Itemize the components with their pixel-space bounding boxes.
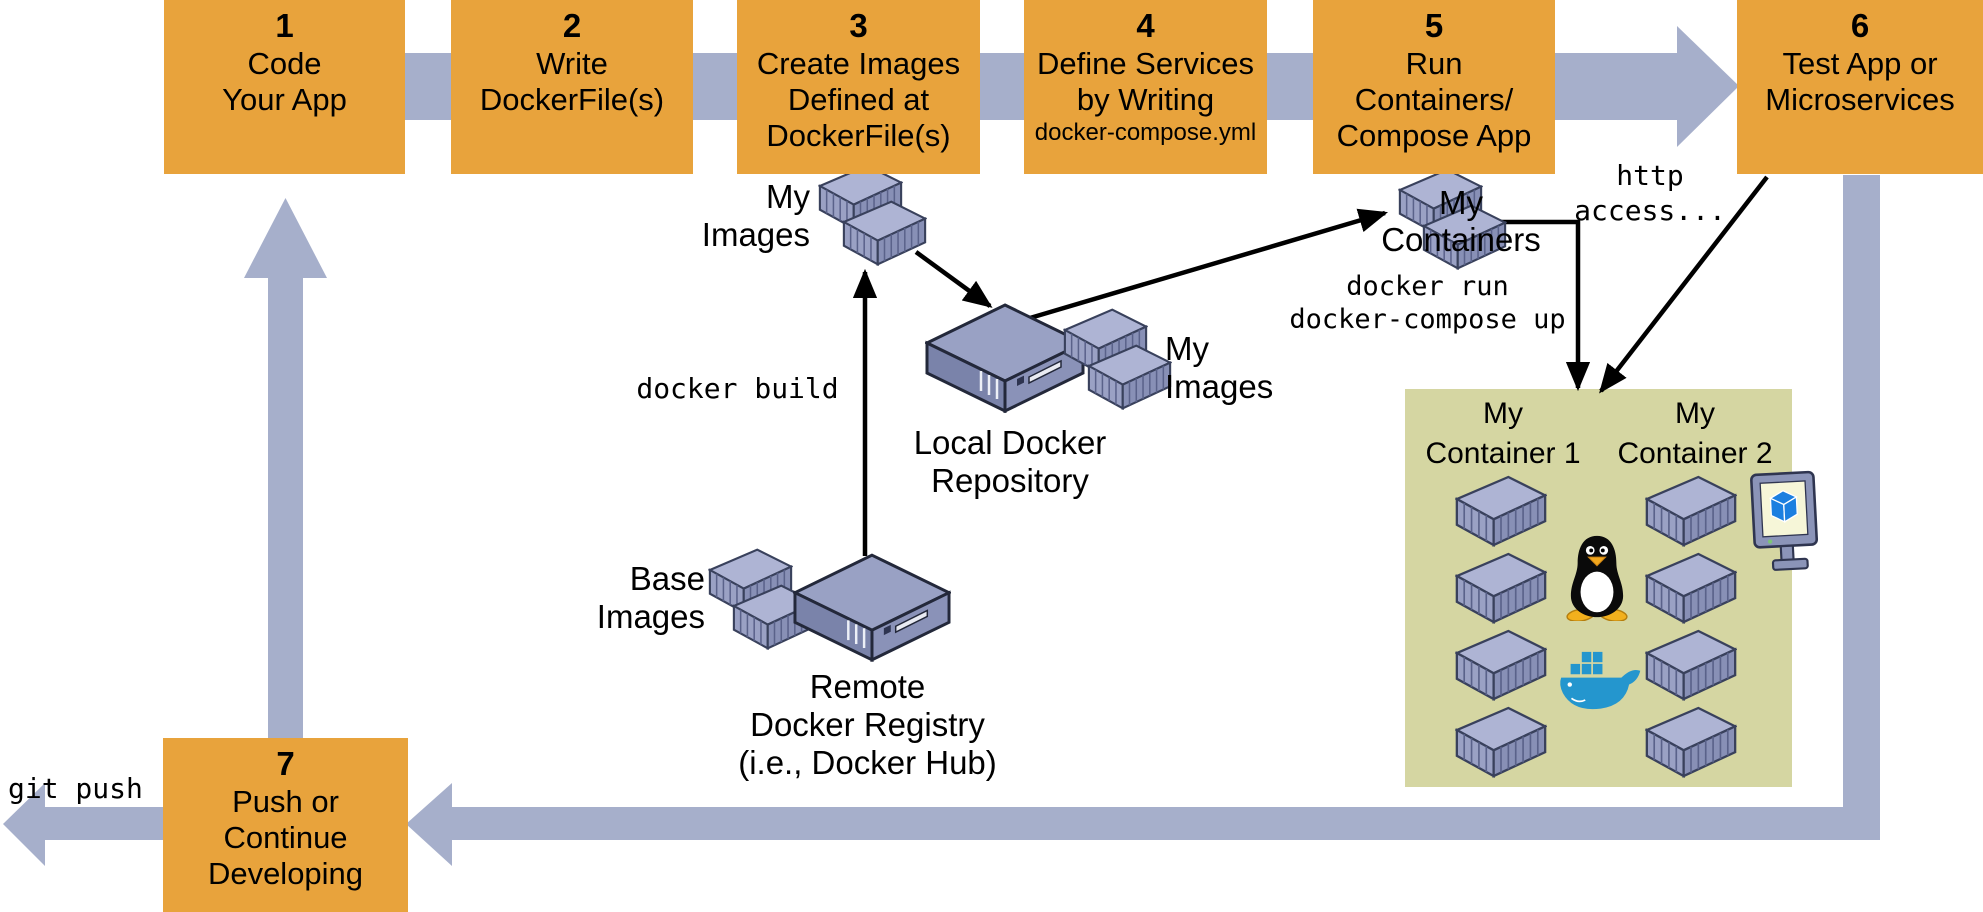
local-repository-label: Local Docker Repository: [913, 424, 1107, 499]
flow-arrow-step5-to-step6: [1555, 26, 1739, 147]
my-images-container-pair: [818, 164, 927, 266]
step-2-label: Write DockerFile(s): [479, 46, 665, 117]
step-4-label: Define Services by Writing: [1036, 46, 1255, 117]
docker-build-label: docker build: [636, 372, 839, 405]
my-containers-label: My Containers: [1381, 184, 1541, 258]
bottom-return-band: [452, 807, 1880, 840]
images-to-repository-arrow: [914, 250, 993, 308]
step-6-label: Test App or Microservices: [1765, 46, 1955, 117]
repository-images-container-pair: [1063, 308, 1172, 410]
test-to-host-arrow: [1599, 175, 1769, 394]
step-6-number: 6: [1850, 7, 1870, 44]
return-arrowhead-into-step7: [406, 783, 452, 866]
containers-to-host-arrow: [1500, 219, 1591, 392]
step-3-label: Create Images Defined at DockerFile(s): [756, 46, 961, 153]
step-4-sublabel: docker-compose.yml: [1034, 119, 1257, 146]
step-7-box: 7 Push or Continue Developing: [163, 738, 408, 912]
git-push-label: git push: [8, 772, 143, 805]
local-repository-server-icon: [925, 303, 1085, 413]
my-container-2-heading: My Container 2: [1617, 397, 1773, 470]
step-5-number: 5: [1424, 7, 1444, 44]
my-container-1-heading: My Container 1: [1425, 397, 1581, 470]
step-3-box: 3 Create Images Defined at DockerFile(s): [737, 0, 980, 174]
right-return-band: [1843, 175, 1880, 840]
connectors: [852, 175, 1769, 556]
step-1-box: 1 Code Your App: [164, 0, 405, 174]
step-7-number: 7: [276, 745, 295, 782]
step-5-label: Run Containers/ Compose App: [1336, 46, 1532, 153]
step-4-number: 4: [1136, 7, 1155, 44]
step-1-number: 1: [275, 7, 294, 44]
remote-registry-label: Remote Docker Registry (i.e., Docker Hub…: [738, 668, 997, 781]
flow-arrow-step7-to-step1: [244, 198, 327, 740]
step-6-box: 6 Test App or Microservices: [1737, 0, 1983, 174]
repository-images-label: My Images: [1165, 330, 1274, 405]
step-5-box: 5 Run Containers/ Compose App: [1313, 0, 1555, 174]
step-7-label: Push or Continue Developing: [207, 784, 364, 891]
repository-to-containers-arrow: [1029, 208, 1389, 321]
docker-run-label: docker run docker-compose up: [1289, 271, 1566, 335]
step-4-box: 4 Define Services by Writing docker-comp…: [1024, 0, 1267, 174]
step-3-number: 3: [849, 7, 868, 44]
remote-registry-server-icon: [793, 553, 951, 662]
step-1-label: Code Your App: [222, 46, 347, 117]
step-2-number: 2: [562, 7, 582, 44]
base-images-label: Base Images: [596, 560, 705, 635]
git-push-arrow: [3, 783, 163, 866]
my-images-label: My Images: [701, 178, 810, 253]
http-access-label: http access...: [1574, 159, 1726, 227]
step-2-box: 2 Write DockerFile(s): [451, 0, 693, 174]
